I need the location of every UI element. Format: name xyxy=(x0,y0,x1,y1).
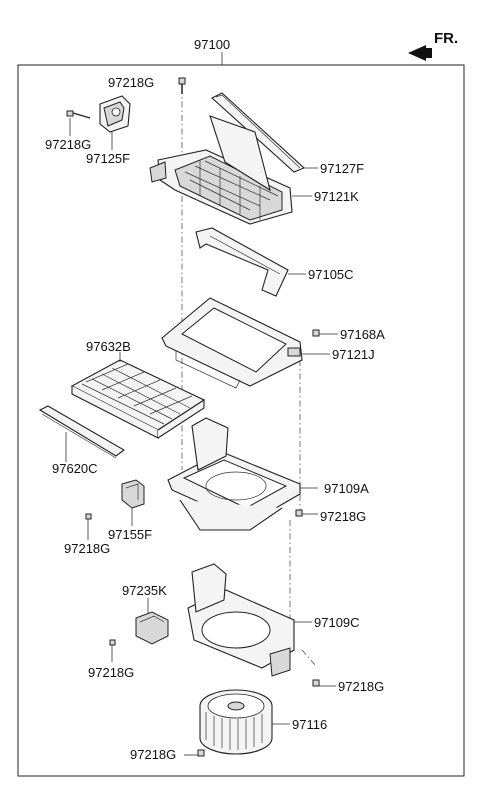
label-actuator: 97125F xyxy=(86,151,131,166)
bolt-upper-case-icon xyxy=(295,509,318,517)
label-seal: 97127F xyxy=(320,161,365,176)
actuator-icon xyxy=(99,95,131,133)
label-duct: 97105C xyxy=(308,267,354,282)
label-clip: 97168A xyxy=(340,327,385,342)
label-resistor: 97235K xyxy=(122,583,167,598)
upper-case-icon xyxy=(167,417,301,531)
label-blower-motor: 97116 xyxy=(292,717,328,732)
sensor-module-icon xyxy=(121,479,145,509)
label-bolt-resistor: 97218G xyxy=(88,665,135,680)
label-upper-case: 97109A xyxy=(324,481,369,496)
label-bolt-lower-case: 97218G xyxy=(338,679,385,694)
label-bolt-sensor: 97218G xyxy=(64,541,111,556)
filter-cover-icon xyxy=(161,297,303,389)
filter-icon xyxy=(70,359,206,439)
label-sensor-module: 97155F xyxy=(108,527,153,542)
bolt-lower-case-icon xyxy=(312,679,336,687)
bolt-motor-icon xyxy=(184,749,205,757)
front-arrow-icon xyxy=(408,45,432,61)
label-bolt-motor: 97218G xyxy=(130,747,177,762)
clip-icon xyxy=(312,329,338,337)
bolt-sensor-icon xyxy=(85,513,92,540)
label-bolt-upper-case: 97218G xyxy=(320,509,367,524)
assembly-frame xyxy=(17,64,465,777)
label-intake-case: 97121K xyxy=(314,189,359,204)
duct-icon xyxy=(195,227,289,297)
filter-door-icon xyxy=(38,405,125,459)
bolt-resistor-icon xyxy=(109,639,116,662)
label-bolt-actuator: 97218G xyxy=(45,137,92,152)
label-lower-case: 97109C xyxy=(314,615,360,630)
blower-motor-icon xyxy=(199,689,273,755)
front-direction-label: FR. xyxy=(434,30,459,47)
label-filter: 97632B xyxy=(86,339,131,354)
label-filter-cover: 97121J xyxy=(332,347,375,362)
label-filter-door: 97620C xyxy=(52,461,98,476)
lower-case-icon xyxy=(187,563,295,677)
label-bolt-top: 97218G xyxy=(108,75,155,90)
intake-case-icon xyxy=(149,115,293,225)
assembly-number-label: 97100 xyxy=(194,37,231,52)
resistor-icon xyxy=(135,611,169,645)
bolt-top-icon xyxy=(178,77,186,94)
bolt-actuator-icon xyxy=(66,110,91,119)
